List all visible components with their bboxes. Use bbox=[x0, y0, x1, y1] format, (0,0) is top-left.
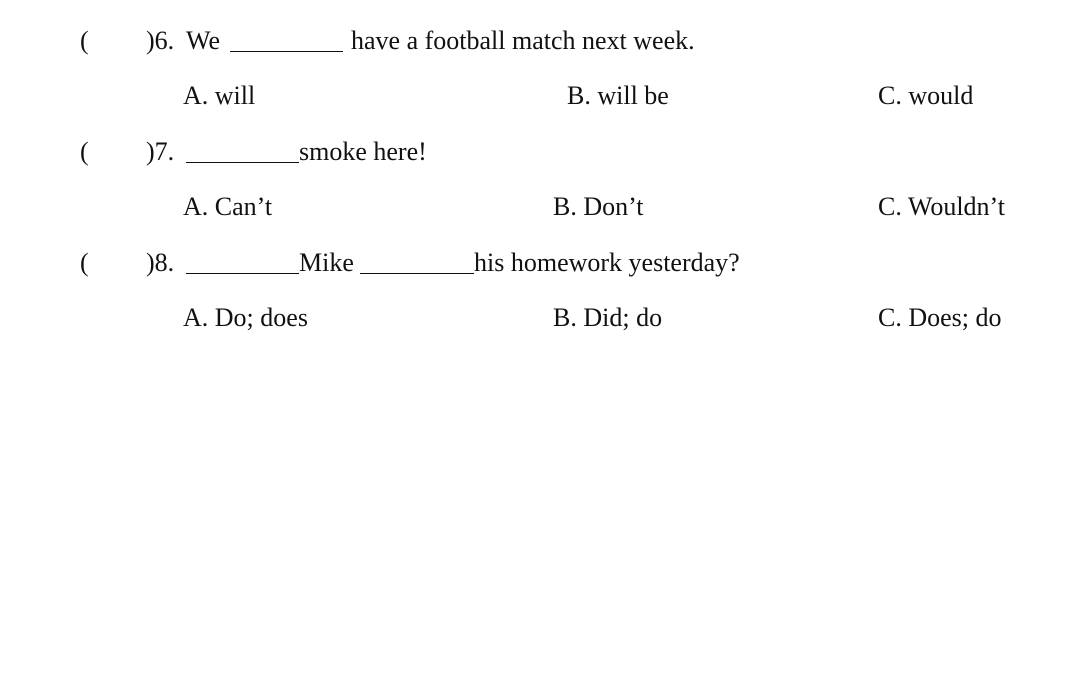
option-a[interactable]: A. Can’t bbox=[183, 192, 273, 221]
option-c[interactable]: C. would bbox=[878, 81, 974, 110]
question-text-after: have a football match next week. bbox=[351, 26, 695, 55]
option-b[interactable]: B. will be bbox=[567, 81, 669, 110]
options-8: A. Do; does B. Did; do C. Does; do bbox=[0, 298, 1080, 338]
question-7: ( )7. smoke here! bbox=[0, 132, 1080, 172]
answer-blank[interactable] bbox=[186, 132, 299, 163]
answer-blank-1[interactable] bbox=[186, 243, 299, 274]
option-c[interactable]: C. Wouldn’t bbox=[878, 192, 1005, 221]
option-b[interactable]: B. Don’t bbox=[553, 192, 644, 221]
options-7: A. Can’t B. Don’t C. Wouldn’t bbox=[0, 187, 1080, 227]
question-number: )8. bbox=[146, 248, 175, 277]
question-text-middle: Mike bbox=[299, 248, 354, 277]
option-c[interactable]: C. Does; do bbox=[878, 303, 1002, 332]
question-number: )7. bbox=[146, 137, 175, 166]
question-number: )6. bbox=[146, 26, 175, 55]
options-6: A. will B. will be C. would bbox=[0, 76, 1080, 116]
answer-paren-open: ( bbox=[80, 26, 89, 55]
answer-paren-open: ( bbox=[80, 137, 89, 166]
option-a[interactable]: A. will bbox=[183, 81, 256, 110]
question-text-after: his homework yesterday? bbox=[474, 248, 740, 277]
question-text-after: smoke here! bbox=[299, 137, 427, 166]
answer-blank-2[interactable] bbox=[360, 243, 474, 274]
answer-blank[interactable] bbox=[230, 21, 343, 52]
option-b[interactable]: B. Did; do bbox=[553, 303, 663, 332]
question-6: ( )6. We have a football match next week… bbox=[0, 21, 1080, 61]
option-a[interactable]: A. Do; does bbox=[183, 303, 308, 332]
answer-paren-open: ( bbox=[80, 248, 89, 277]
question-text-before: We bbox=[186, 26, 220, 55]
question-8: ( )8. Mike his homework yesterday? bbox=[0, 243, 1080, 283]
